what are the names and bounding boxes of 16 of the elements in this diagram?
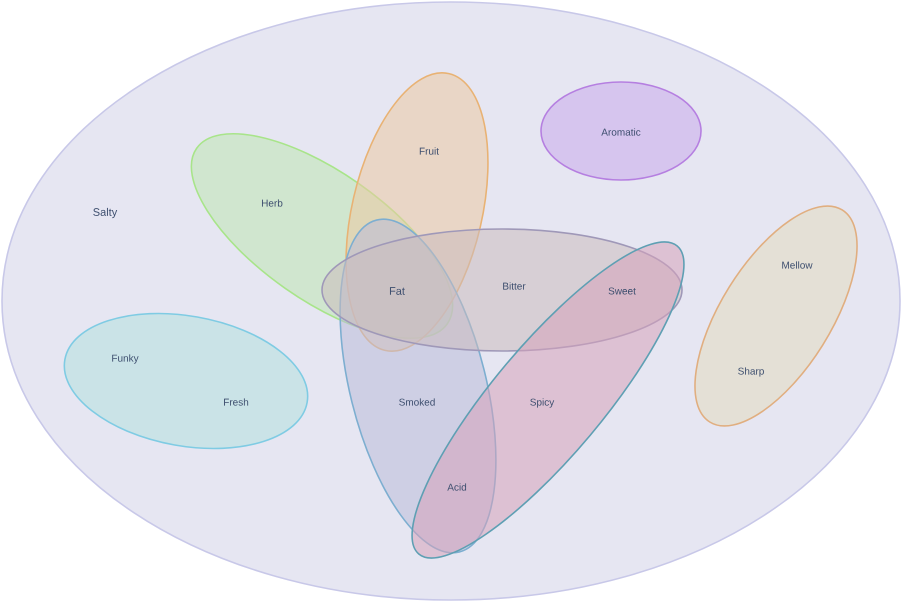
region-label: Fat (390, 287, 405, 295)
region-label: Funky (112, 354, 139, 364)
region-label: Fresh (224, 398, 248, 406)
region-label: Herb (262, 199, 282, 207)
venn-ellipse (321, 228, 683, 352)
region-label: Smoked (399, 398, 435, 406)
region-label: Bitter (503, 282, 526, 290)
region-label: Aromatic (601, 128, 640, 136)
region-label: Fruit (420, 147, 439, 155)
region-label: Sharp (738, 367, 764, 377)
region-label: Spicy (530, 398, 554, 408)
region-label: Sweet (608, 287, 636, 295)
venn-ellipse (540, 81, 702, 181)
region-label: Salty (93, 208, 118, 218)
region-label: Acid (447, 483, 466, 491)
region-label: Mellow (782, 261, 813, 269)
